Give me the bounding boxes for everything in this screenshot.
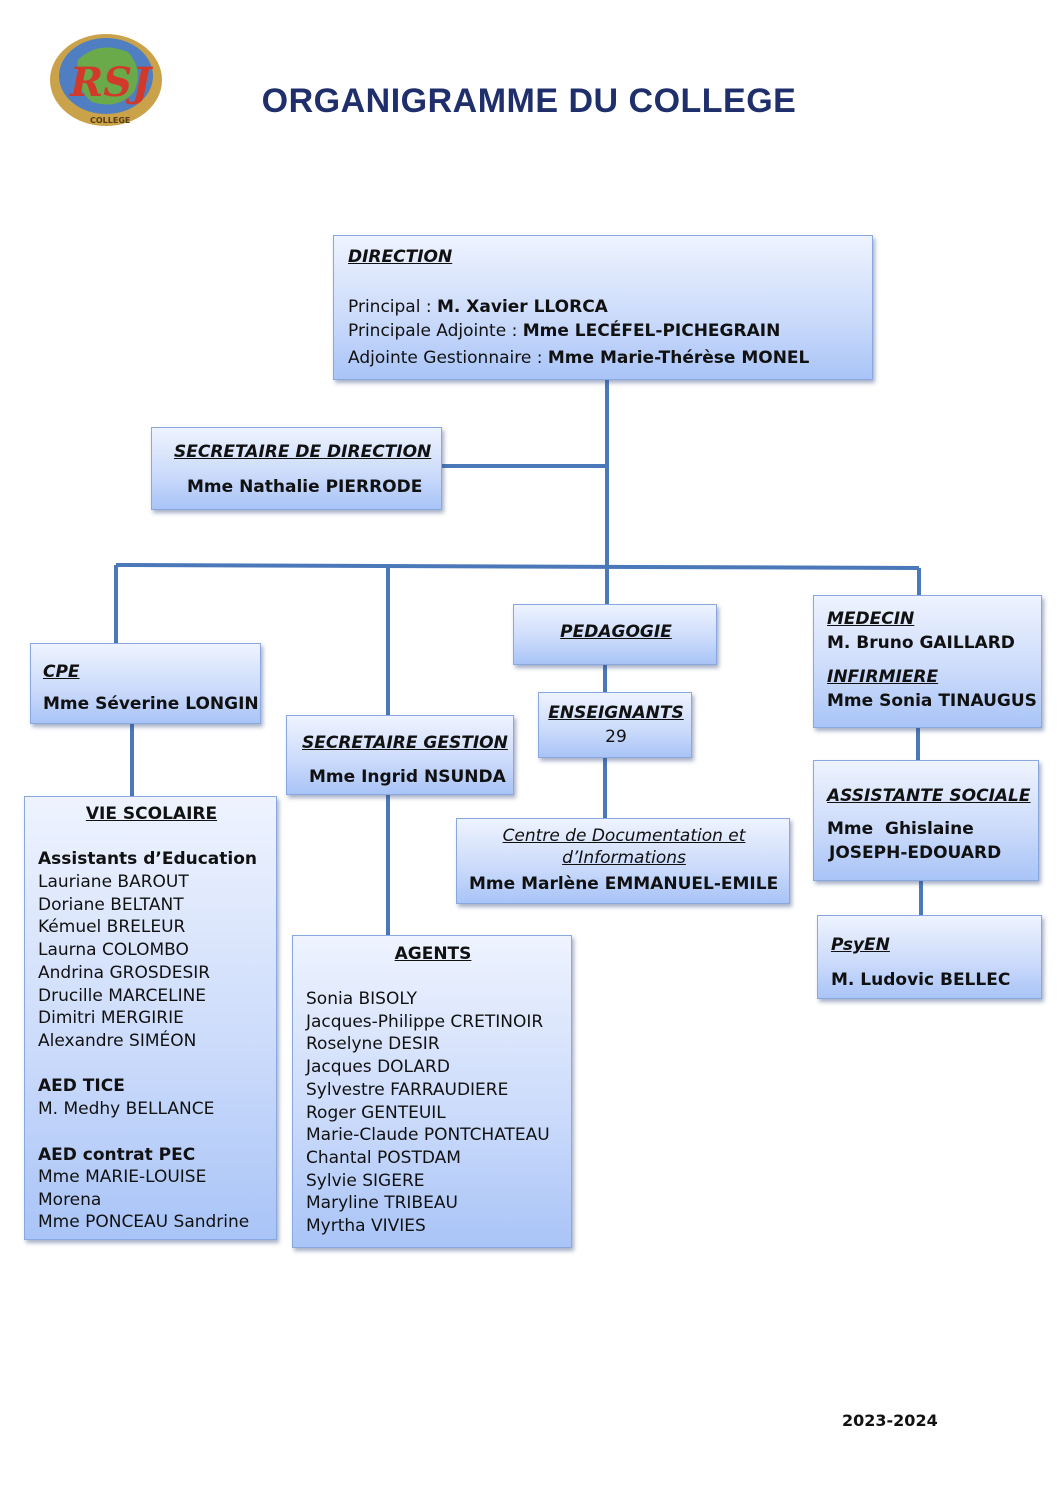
infirmiere-name: Mme Sonia TINAUGUS <box>827 691 1037 711</box>
principale-adjointe-role: Principale Adjointe : <box>348 321 523 341</box>
agents-box: AGENTS Sonia BISOLY Jacques-Philippe CRE… <box>292 935 572 1248</box>
list-item: Roger GENTEUIL <box>306 1103 446 1123</box>
list-item: Myrtha VIVIES <box>306 1216 426 1236</box>
cdi-name: Mme Marlène EMMANUEL-EMILE <box>469 874 779 894</box>
svg-text:COLLEGE: COLLEGE <box>90 116 130 125</box>
adjointe-gestionnaire-name: Mme Marie-Thérèse MONEL <box>547 348 810 368</box>
principal-role: Principal : <box>348 297 437 317</box>
assistante-sociale-name-line2: JOSEPH-EDOUARD <box>829 843 1002 863</box>
pedagogie-box: PEDAGOGIE <box>513 604 717 665</box>
list-item: Jacques-Philippe CRETINOIR <box>306 1012 544 1032</box>
list-item: Alexandre SIMÉON <box>38 1031 197 1051</box>
list-item: Chantal POSTDAM <box>306 1148 461 1168</box>
list-item: Maryline TRIBEAU <box>306 1193 458 1213</box>
secretaire-gestion-heading: SECRETAIRE GESTION <box>302 733 508 753</box>
enseignants-count: 29 <box>605 727 627 747</box>
medecin-heading: MEDECIN <box>827 609 915 629</box>
list-item: Dimitri MERGIRIE <box>38 1008 184 1028</box>
cdi-heading-line1: Centre de Documentation et <box>502 826 746 846</box>
assistante-sociale-box: ASSISTANTE SOCIALE Mme Ghislaine JOSEPH-… <box>813 760 1039 881</box>
list-item: Doriane BELTANT <box>38 895 184 915</box>
list-item: M. Medhy BELLANCE <box>38 1099 215 1119</box>
vie-scolaire-heading: VIE SCOLAIRE <box>85 804 218 824</box>
principal-row: Principal : M. Xavier LLORCA <box>348 296 608 319</box>
secretaire-gestion-box: SECRETAIRE GESTION Mme Ingrid NSUNDA <box>286 715 514 795</box>
list-item: Andrina GROSDESIR <box>38 963 211 983</box>
infirmiere-heading: INFIRMIERE <box>827 667 939 687</box>
direction-heading: DIRECTION <box>348 247 453 267</box>
psyen-name: M. Ludovic BELLEC <box>831 970 1011 990</box>
cpe-heading: CPE <box>43 662 80 682</box>
college-logo: RSJ COLLEGE <box>48 30 168 130</box>
list-item: Sylvie SIGERE <box>306 1171 425 1191</box>
enseignants-box: ENSEIGNANTS 29 <box>538 692 692 758</box>
aed-tice-title: AED TICE <box>38 1076 125 1096</box>
secretaire-gestion-name: Mme Ingrid NSUNDA <box>309 767 506 787</box>
list-item: Marie-Claude PONTCHATEAU <box>306 1125 550 1145</box>
cdi-heading-line2: d’Informations <box>562 848 686 868</box>
cpe-box: CPE Mme Séverine LONGIN <box>30 643 261 724</box>
psyen-heading: PsyEN <box>831 935 890 955</box>
secretaire-direction-box: SECRETAIRE DE DIRECTION Mme Nathalie PIE… <box>151 427 442 510</box>
aed-contrat-pec-title: AED contrat PEC <box>38 1145 196 1165</box>
list-item: Drucille MARCELINE <box>38 986 207 1006</box>
assistante-sociale-name-line1: Mme Ghislaine <box>827 819 974 839</box>
list-item: Mme MARIE-LOUISE <box>38 1167 207 1187</box>
school-year: 2023-2024 <box>842 1411 938 1430</box>
page-title: ORGANIGRAMME DU COLLEGE <box>261 82 797 120</box>
list-item: Kémuel BRELEUR <box>38 917 186 937</box>
vie-scolaire-box: VIE SCOLAIRE Assistants d’Education Laur… <box>24 796 277 1240</box>
list-item: Sonia BISOLY <box>306 989 417 1009</box>
cdi-box: Centre de Documentation et d’Information… <box>456 818 790 904</box>
list-item: Mme PONCEAU Sandrine <box>38 1212 250 1232</box>
list-item: Sylvestre FARRAUDIERE <box>306 1080 509 1100</box>
secretaire-direction-heading: SECRETAIRE DE DIRECTION <box>174 442 432 462</box>
medecin-name: M. Bruno GAILLARD <box>827 633 1015 653</box>
list-item: Jacques DOLARD <box>306 1057 450 1077</box>
cpe-name: Mme Séverine LONGIN <box>43 694 259 714</box>
principale-adjointe-name: Mme LECÉFEL-PICHEGRAIN <box>522 321 781 341</box>
assistante-sociale-heading: ASSISTANTE SOCIALE <box>827 786 1031 806</box>
list-item: Morena <box>38 1190 102 1210</box>
svg-text:RSJ: RSJ <box>69 59 154 106</box>
assistants-education-title: Assistants d’Education <box>38 849 257 869</box>
principal-name: M. Xavier LLORCA <box>436 297 608 317</box>
pedagogie-heading: PEDAGOGIE <box>560 622 672 642</box>
direction-box: DIRECTION Principal : M. Xavier LLORCA P… <box>333 235 873 380</box>
adjointe-gestionnaire-role: Adjointe Gestionnaire : <box>348 348 548 368</box>
psyen-box: PsyEN M. Ludovic BELLEC <box>817 915 1042 999</box>
secretaire-direction-name: Mme Nathalie PIERRODE <box>187 477 423 497</box>
agents-heading: AGENTS <box>394 944 472 964</box>
adjointe-gestionnaire-row: Adjointe Gestionnaire : Mme Marie-Thérès… <box>348 347 809 370</box>
principale-adjointe-row: Principale Adjointe : Mme LECÉFEL-PICHEG… <box>348 320 780 343</box>
list-item: Roselyne DESIR <box>306 1034 440 1054</box>
list-item: Laurna COLOMBO <box>38 940 189 960</box>
enseignants-heading: ENSEIGNANTS <box>548 703 684 723</box>
list-item: Lauriane BAROUT <box>38 872 189 892</box>
medecin-box: MEDECIN M. Bruno GAILLARD INFIRMIERE Mme… <box>813 595 1042 728</box>
